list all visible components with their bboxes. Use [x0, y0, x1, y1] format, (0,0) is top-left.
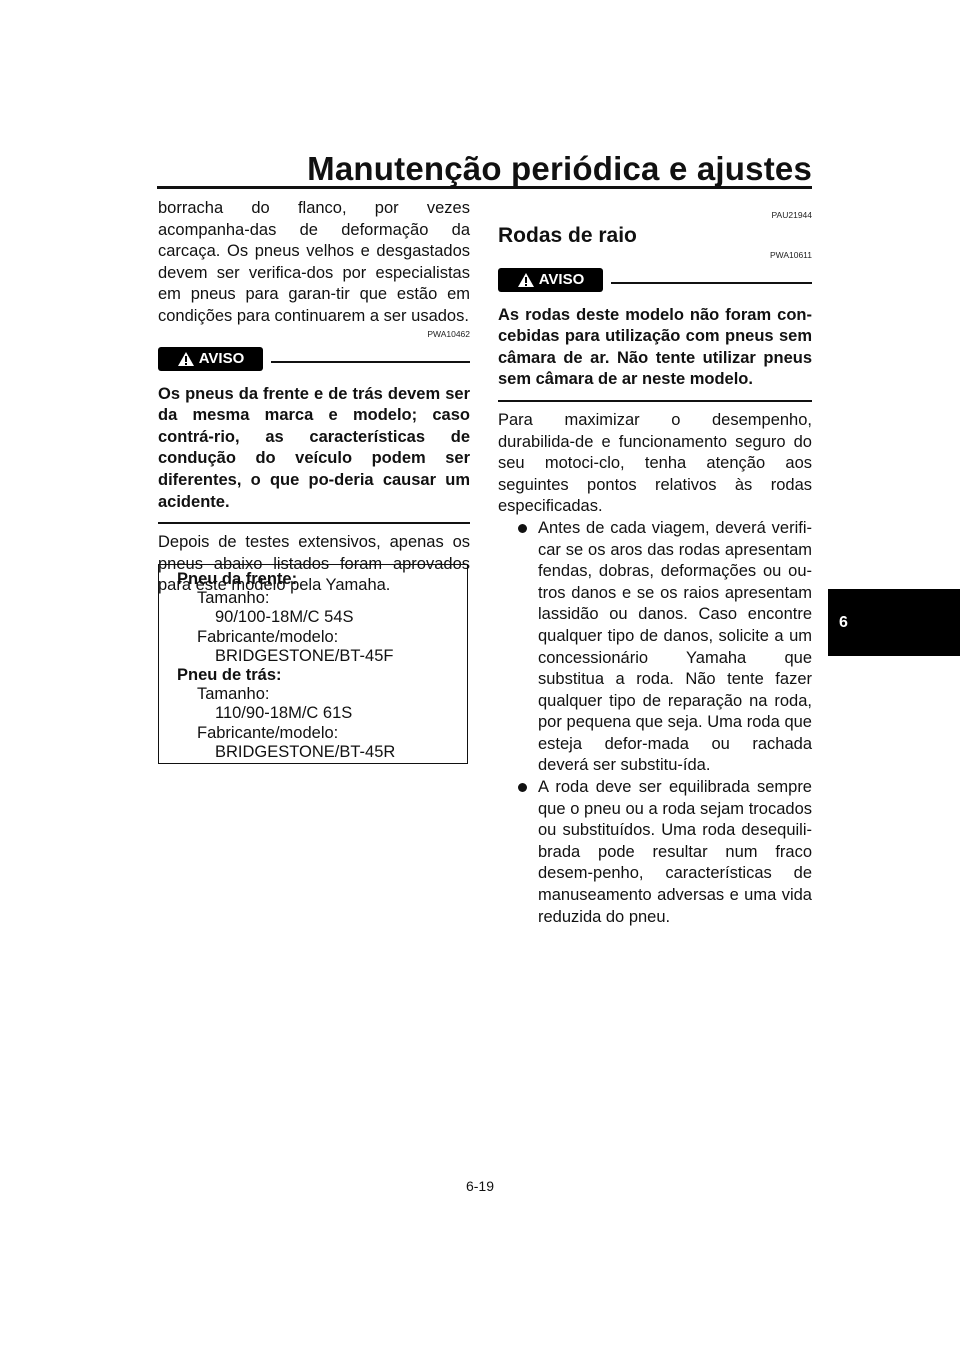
left-column: borracha do flanco, por vezes acompanha-… [158, 198, 470, 597]
bullet-icon [518, 783, 527, 793]
intro-paragraph: borracha do flanco, por vezes acompanha-… [158, 199, 470, 325]
warning-triangle-icon [517, 272, 534, 287]
front-size-value: 90/100-18M/C 54S [215, 608, 354, 627]
tire-spec-box: Pneu da frente: Tamanho: 90/100-18M/C 54… [158, 564, 468, 764]
warning-code: PWA10611 [769, 249, 812, 260]
section-code: PAU21944 [771, 210, 812, 220]
warning-end-rule [158, 522, 470, 525]
rear-size-label: Tamanho: [197, 685, 270, 704]
warning-code: PWA10462 [427, 328, 470, 339]
front-tire-heading: Pneu da frente: [177, 570, 298, 588]
warning-rule [611, 281, 812, 284]
chapter-tab: 6 [828, 589, 960, 656]
page-number: 6-19 [465, 1178, 495, 1194]
list-item-text: A roda deve ser equilibrada sempre que o… [538, 778, 812, 926]
warning-badge: AVISO [158, 346, 263, 371]
warning-text: As rodas deste modelo não foram con-cebi… [498, 305, 812, 389]
warning-header: AVISO [498, 265, 812, 295]
rear-tire-heading: Pneu de trás: [177, 666, 282, 685]
warning-label: AVISO [198, 349, 245, 367]
list-item: A roda deve ser equilibrada sempre que o… [518, 777, 812, 928]
bullet-icon [518, 523, 527, 533]
warning-badge: AVISO [498, 267, 603, 292]
warning-rule [271, 360, 470, 363]
rear-size-value: 110/90-18M/C 61S [215, 704, 353, 723]
page-title: Manutenção periódica e ajustes [307, 150, 812, 187]
warning-text: Os pneus da frente e de trás devem ser d… [158, 384, 470, 511]
section-title: Rodas de raio [498, 224, 637, 247]
warning-label: AVISO [538, 270, 585, 288]
list-item: Antes de cada viagem, deverá verifi-car … [518, 518, 812, 777]
right-column: PAU21944 Rodas de raio PWA10611 AVISO As… [498, 209, 812, 928]
rear-maker-label: Fabricante/modelo: [197, 723, 339, 742]
front-maker-value: BRIDGESTONE/BT-45F [215, 646, 394, 665]
warning-end-rule [498, 399, 812, 402]
wheel-intro-paragraph: Para maximizar o desempenho, durabilida-… [498, 410, 812, 516]
front-maker-label: Fabricante/modelo: [197, 627, 339, 646]
warning-triangle-icon [177, 351, 194, 366]
title-rule [157, 186, 812, 189]
rear-maker-value: BRIDGESTONE/BT-45R [215, 742, 396, 761]
wheel-check-list: Antes de cada viagem, deverá verifi-car … [498, 518, 812, 928]
approval-paragraph: Depois de testes extensivos, apenas os p… [158, 533, 470, 595]
front-size-label: Tamanho: [197, 589, 270, 608]
list-item-text: Antes de cada viagem, deverá verifi-car … [538, 518, 812, 775]
warning-header: AVISO [158, 344, 470, 374]
